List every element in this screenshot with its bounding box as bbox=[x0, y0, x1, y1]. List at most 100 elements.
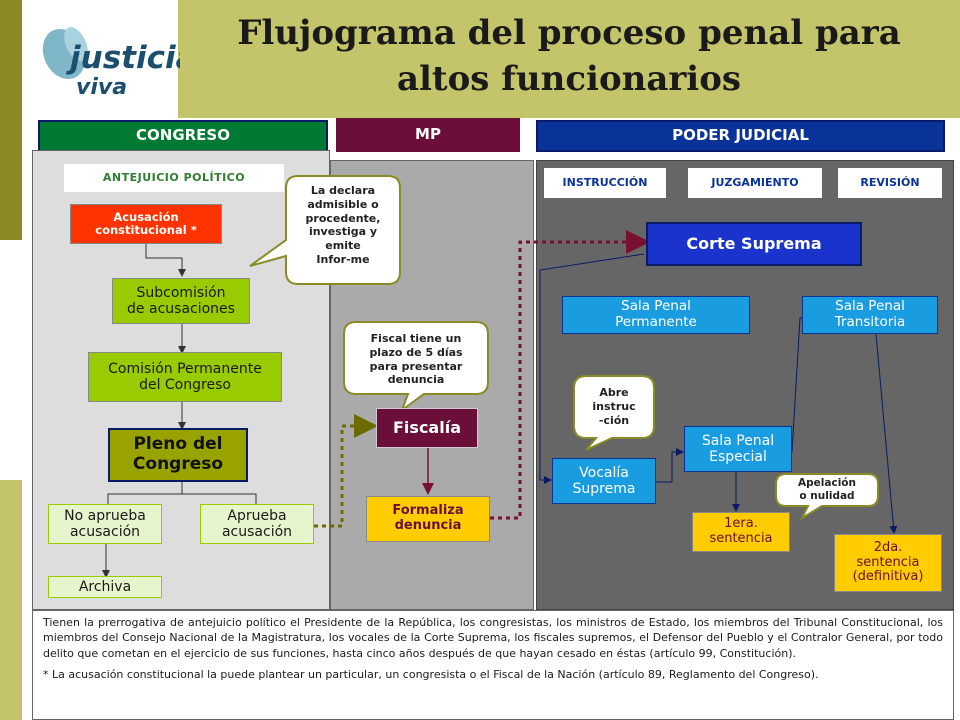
node-vocalia-suprema: Vocalía Suprema bbox=[552, 458, 656, 504]
footer-notes: Tienen la prerrogativa de antejuicio pol… bbox=[32, 610, 954, 720]
callout-declara-line: procedente, bbox=[305, 211, 381, 225]
callout-declara-bubble bbox=[249, 175, 401, 285]
callout-fiscal-line: plazo de 5 días bbox=[369, 345, 463, 359]
connector-formaliza-corte bbox=[490, 230, 650, 520]
callout-abre-text: Abre instruc -ción bbox=[576, 386, 652, 427]
label-antejuicio-text: ANTEJUICIO POLÍTICO bbox=[102, 170, 246, 184]
node-no-aprueba-line: acusación bbox=[69, 524, 141, 540]
connector-salaespecial-transitoria bbox=[791, 314, 814, 453]
label-instruccion-text: INSTRUCCIÓN bbox=[562, 175, 648, 189]
node-sala-permanente-line: Sala Penal bbox=[621, 298, 691, 315]
callout-abre-line: Abre bbox=[599, 386, 629, 399]
label-revision: REVISIÓN bbox=[838, 168, 942, 198]
connector-pleno-split bbox=[107, 482, 257, 504]
callout-apelacion-text: Apelación o nulidad bbox=[776, 477, 878, 502]
callout-apelacion-line: o nulidad bbox=[799, 489, 855, 502]
node-sala-penal-transitoria: Sala Penal Transitoria bbox=[802, 296, 938, 334]
label-revision-text: REVISIÓN bbox=[860, 175, 920, 189]
callout-apelacion-line: Apelación bbox=[798, 477, 856, 489]
decorative-stripe-bottom bbox=[0, 480, 22, 720]
callout-declara-line: admisible o bbox=[307, 197, 379, 211]
node-corte-suprema-label: Corte Suprema bbox=[686, 233, 822, 253]
callout-abre-bubble bbox=[573, 375, 655, 451]
logo-graphic: justicia viva bbox=[42, 27, 197, 100]
callout-fiscal-line: denuncia bbox=[387, 373, 445, 387]
node-subcomision: Subcomisión de acusaciones bbox=[112, 278, 250, 324]
section-congreso: CONGRESO bbox=[38, 120, 328, 152]
header-band bbox=[178, 0, 960, 118]
node-archiva-label: Archiva bbox=[78, 578, 132, 595]
node-no-aprueba: No aprueba acusación bbox=[48, 504, 162, 544]
callout-fiscal-bubble bbox=[343, 321, 489, 413]
node-sala-penal-permanente: Sala Penal Permanente bbox=[562, 296, 750, 334]
node-pleno-line: Congreso bbox=[132, 454, 224, 474]
node-no-aprueba-line: No aprueba bbox=[64, 507, 146, 524]
section-poder-judicial-label: PODER JUDICIAL bbox=[672, 126, 809, 145]
node-aprueba-line: acusación bbox=[221, 524, 293, 540]
label-juzgamiento-text: JUZGAMIENTO bbox=[711, 175, 799, 189]
logo-text-viva: viva bbox=[76, 75, 127, 100]
connector-aprueba-fiscalia bbox=[314, 414, 378, 528]
node-pleno-line: Pleno del bbox=[133, 434, 223, 455]
node-subcomision-line: de acusaciones bbox=[127, 301, 235, 317]
callout-apelacion-bubble bbox=[775, 473, 879, 521]
node-formaliza-denuncia: Formaliza denuncia bbox=[366, 496, 490, 542]
node-aprueba: Aprueba acusación bbox=[200, 504, 314, 544]
node-sala-permanente-line: Permanente bbox=[615, 314, 697, 330]
decorative-stripe-mid bbox=[0, 240, 22, 480]
callout-abre-line: -ción bbox=[598, 413, 630, 427]
node-vocalia-line: Vocalía bbox=[579, 464, 629, 481]
node-primera-line: 1era. bbox=[724, 516, 758, 532]
node-aprueba-line: Aprueba bbox=[227, 507, 287, 524]
section-congreso-label: CONGRESO bbox=[136, 126, 230, 145]
node-corte-suprema: Corte Suprema bbox=[646, 222, 862, 266]
label-juzgamiento: JUZGAMIENTO bbox=[688, 168, 822, 198]
node-pleno-congreso: Pleno del Congreso bbox=[108, 428, 248, 482]
logo: justicia viva bbox=[30, 12, 197, 112]
node-formaliza-line: Formaliza bbox=[392, 503, 464, 519]
node-acusacion-constitucional: Acusación constitucional * bbox=[70, 204, 222, 244]
node-sala-especial-line: Sala Penal bbox=[701, 432, 775, 449]
callout-fiscal-line: Fiscal tiene un bbox=[370, 332, 462, 345]
connector-acusacion-subcomision bbox=[145, 244, 186, 277]
connector-vocalia-salaespecial bbox=[656, 448, 684, 483]
callout-declara-line: emite bbox=[325, 239, 361, 252]
node-comision-line: Comisión Permanente bbox=[108, 360, 262, 377]
node-subcomision-line: Subcomisión bbox=[136, 284, 226, 301]
callout-fiscal-text: Fiscal tiene un plazo de 5 días para pre… bbox=[344, 332, 488, 387]
node-sala-transitoria-line: Sala Penal bbox=[835, 298, 905, 315]
section-poder-judicial: PODER JUDICIAL bbox=[536, 120, 945, 152]
connector-corte-vocalia bbox=[539, 253, 645, 484]
node-formaliza-line: denuncia bbox=[394, 518, 462, 533]
callout-fiscal-line: para presentar bbox=[369, 359, 463, 373]
section-mp-label: MP bbox=[415, 125, 441, 144]
section-mp: MP bbox=[336, 118, 520, 152]
connector-transitoria-segunda bbox=[875, 333, 898, 534]
footer-note: * La acusación constitucional la puede p… bbox=[43, 668, 819, 682]
node-segunda-line: (definitiva) bbox=[852, 569, 924, 585]
callout-abre-line: instruc bbox=[592, 399, 636, 413]
decorative-stripe-top bbox=[0, 0, 22, 240]
node-fiscalia-label: Fiscalía bbox=[393, 417, 461, 437]
node-sala-penal-especial: Sala Penal Especial bbox=[684, 426, 792, 472]
node-archiva: Archiva bbox=[48, 576, 162, 598]
logo-text-justicia: justicia bbox=[66, 40, 180, 76]
callout-declara-line: investiga y bbox=[308, 225, 378, 239]
node-acusacion-line: Acusación bbox=[113, 209, 179, 224]
callout-declara-line: La declara bbox=[310, 184, 376, 197]
callout-declara-line: Infor-me bbox=[316, 252, 370, 266]
node-segunda-line: 2da. bbox=[873, 539, 903, 555]
node-primera-line: sentencia bbox=[709, 531, 773, 546]
footer-paragraph: Tienen la prerrogativa de antejuicio pol… bbox=[43, 616, 943, 660]
node-segunda-sentencia: 2da. sentencia (definitiva) bbox=[834, 534, 942, 592]
node-segunda-line: sentencia bbox=[856, 554, 920, 570]
node-comision-permanente: Comisión Permanente del Congreso bbox=[88, 352, 282, 402]
page-title: Flujograma del proceso penal para altos … bbox=[178, 10, 960, 102]
title-line-1: Flujograma del proceso penal para bbox=[237, 13, 901, 53]
title-line-2: altos funcionarios bbox=[396, 59, 742, 99]
node-sala-especial-line: Especial bbox=[709, 449, 767, 465]
callout-declara-text: La declara admisible o procedente, inves… bbox=[288, 184, 398, 267]
node-vocalia-line: Suprema bbox=[572, 481, 636, 497]
node-acusacion-line: constitucional * bbox=[95, 223, 197, 237]
